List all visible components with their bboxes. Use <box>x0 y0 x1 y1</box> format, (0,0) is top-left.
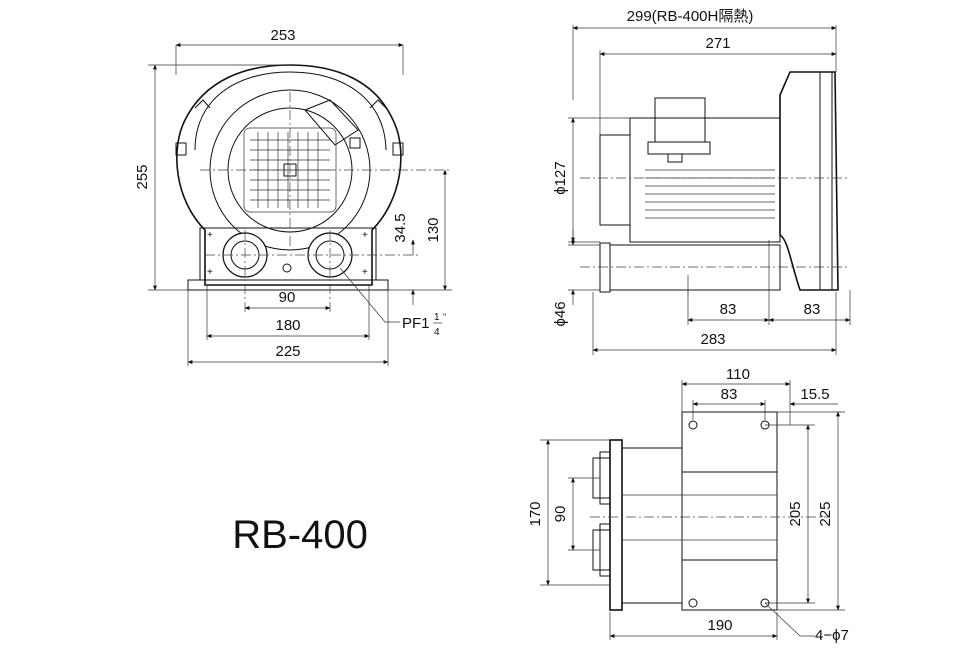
model-title: RB-400 <box>232 513 368 557</box>
front-view: + + + + 253 255 130 34.5 90 180 <box>134 27 452 366</box>
dim-205: 205 <box>787 501 804 526</box>
port-thread-label: PF1 <box>402 315 430 332</box>
dim-length-271: 271 <box>705 35 730 52</box>
svg-text:+: + <box>207 230 213 241</box>
dim-width-110: 110 <box>726 366 750 383</box>
dim-foot-outer: 225 <box>275 343 300 360</box>
dim-motor-diameter: ϕ127 <box>552 161 569 194</box>
dim-foot-inner: 180 <box>275 317 300 334</box>
dim-width-83: 83 <box>721 386 738 403</box>
holes-label: 4−ϕ7 <box>815 627 849 644</box>
dim-port-diameter: ϕ46 <box>552 301 569 326</box>
dim-front-width: 253 <box>270 27 295 44</box>
port-thread-numerator: 1 <box>434 312 440 323</box>
dim-225: 225 <box>817 501 834 526</box>
dim-130: 130 <box>425 217 442 242</box>
bottom-view: 110 83 15.5 170 90 205 225 190 <box>527 366 849 644</box>
dim-height-170: 170 <box>527 501 544 526</box>
dim-length-283: 283 <box>700 331 725 348</box>
dim-offset-15-5: 15.5 <box>800 386 829 403</box>
side-view: 299(RB-400H隔熱) 271 ϕ127 ϕ46 83 83 283 <box>552 8 851 355</box>
dim-total-length: 299(RB-400H隔熱) <box>627 8 754 25</box>
port-thread-inch: " <box>443 312 446 322</box>
svg-text:+: + <box>362 230 368 241</box>
dim-34-5: 34.5 <box>392 213 409 242</box>
dim-83-right: 83 <box>804 301 821 318</box>
dim-83-left: 83 <box>720 301 737 318</box>
dim-front-height: 255 <box>134 164 151 189</box>
dim-base-190: 190 <box>707 617 732 634</box>
svg-text:+: + <box>207 267 213 278</box>
dim-port-spacing-90: 90 <box>552 506 569 523</box>
svg-text:+: + <box>362 267 368 278</box>
dim-port-spacing: 90 <box>279 289 296 306</box>
port-thread-denominator: 4 <box>434 327 440 338</box>
